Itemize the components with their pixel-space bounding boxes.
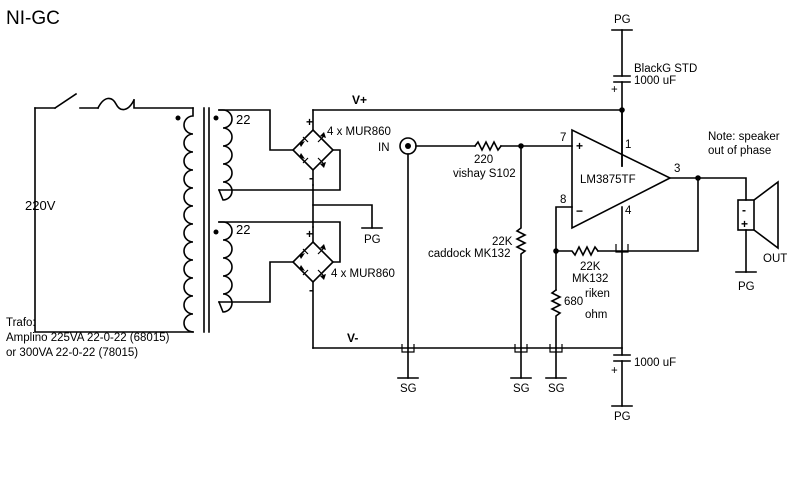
schematic-title: NI-GC — [6, 8, 60, 29]
upper-bridge-minus: - — [309, 171, 313, 185]
gain-resistor: 680 riken ohm — [550, 288, 610, 349]
top-capacitor-plus: + — [611, 84, 618, 96]
opamp-pin-3: 3 — [674, 163, 680, 175]
signal-ground-label-gain: SG — [548, 383, 565, 395]
negative-rail: V- — [312, 331, 623, 349]
gain-resistor-type-2: ohm — [585, 309, 607, 321]
signal-ground-label-shunt: SG — [513, 383, 530, 395]
speaker-minus: - — [742, 203, 746, 217]
gain-resistor-value: 680 — [564, 296, 583, 308]
transformer-lower-secondary — [217, 221, 233, 313]
input-jack[interactable]: IN — [378, 137, 417, 155]
lm3875-amplifier: + − LM3875TF 7 1 3 4 8 — [560, 128, 680, 230]
feedback-resistor: 22K MK132 — [555, 245, 608, 285]
upper-secondary-phase-dot — [213, 115, 219, 121]
upper-secondary-voltage: 22 — [236, 112, 250, 127]
inverting-input-wire — [555, 206, 573, 291]
negative-rail-label: V- — [347, 331, 358, 345]
opamp-plus-input: + — [576, 139, 583, 153]
bottom-capacitor-value: 1000 uF — [634, 357, 676, 369]
transformer-note-heading: Trafo: — [6, 317, 36, 329]
lower-bridge-plus: + — [306, 227, 313, 241]
opamp-pin-8: 8 — [560, 194, 566, 206]
positive-rail: V+ — [312, 93, 623, 111]
mains-primary-circuit: 220V — [25, 92, 194, 333]
gain-resistor-type-1: riken — [585, 288, 610, 300]
bottom-capacitor-plus: + — [611, 365, 618, 377]
input-label: IN — [378, 142, 390, 154]
center-tap-ground-label: PG — [364, 234, 381, 246]
speaker-output-label: OUT — [763, 253, 787, 265]
secondary-wiring: PG — [218, 109, 383, 303]
opamp-name: LM3875TF — [580, 174, 636, 186]
shunt-resistor-type: caddock MK132 — [428, 248, 510, 260]
output-wire — [669, 177, 747, 201]
lower-secondary-phase-dot — [213, 229, 219, 235]
opamp-minus-input: − — [576, 204, 583, 218]
opamp-pin-4: 4 — [625, 205, 632, 217]
mains-switch — [53, 92, 78, 110]
bottom-capacitor-ground-label: PG — [614, 411, 631, 423]
lower-bridge-minus: - — [309, 283, 313, 297]
signal-ground-label-input: SG — [400, 383, 417, 395]
speaker-note-line-1: Note: speaker — [708, 131, 780, 143]
lower-secondary-voltage: 22 — [236, 222, 250, 237]
transformer-primary-coil — [183, 107, 194, 333]
speaker-ground-label: PG — [738, 281, 755, 293]
upper-bridge-plus: + — [306, 115, 313, 129]
input-resistor-type: vishay S102 — [453, 168, 516, 180]
shunt-resistor: 22K caddock MK132 — [428, 145, 527, 349]
feedback-resistor-type: MK132 — [572, 273, 608, 285]
top-capacitor-type: BlackG STD — [634, 63, 697, 75]
upper-bridge-rectifier: + - 4 x MUR860 — [291, 109, 391, 186]
input-resistor: 220 vishay S102 — [453, 140, 573, 180]
transformer-note-line-2: or 300VA 22-0-22 (78015) — [6, 347, 138, 359]
bottom-supply-capacitor: 1000 uF + PG — [611, 206, 676, 423]
top-supply-capacitor: PG BlackG STD 1000 uF + — [611, 14, 697, 167]
lower-bridge-rectifier: + - 4 x MUR860 — [291, 226, 395, 349]
positive-rail-label: V+ — [352, 93, 367, 107]
mains-voltage-label: 220V — [25, 198, 56, 213]
top-capacitor-ground-label: PG — [614, 14, 631, 26]
top-capacitor-value: 1000 uF — [634, 75, 676, 87]
input-resistor-value: 220 — [474, 154, 493, 166]
feedback-resistor-value: 22K — [580, 261, 601, 273]
transformer: 22 22 — [175, 107, 250, 333]
lower-bridge-label: 4 x MUR860 — [331, 268, 395, 280]
transformer-upper-secondary — [217, 109, 233, 201]
shunt-resistor-value: 22K — [492, 236, 513, 248]
transformer-note-line-1: Amplino 225VA 22-0-22 (68015) — [6, 332, 170, 344]
speaker-plus: + — [741, 217, 748, 231]
signal-ground-points: SG SG SG — [397, 244, 629, 395]
opamp-pin-7: 7 — [560, 132, 566, 144]
opamp-pin-1: 1 — [625, 139, 631, 151]
mains-fuse — [96, 97, 136, 111]
speaker: - + PG OUT Note: speaker out of phase — [708, 131, 787, 293]
speaker-note-line-2: out of phase — [708, 145, 771, 157]
transformer-note: Trafo: Amplino 225VA 22-0-22 (68015) or … — [6, 317, 170, 359]
primary-phase-dot — [175, 115, 181, 121]
upper-bridge-label: 4 x MUR860 — [327, 126, 391, 138]
feedback-wire — [597, 177, 699, 252]
